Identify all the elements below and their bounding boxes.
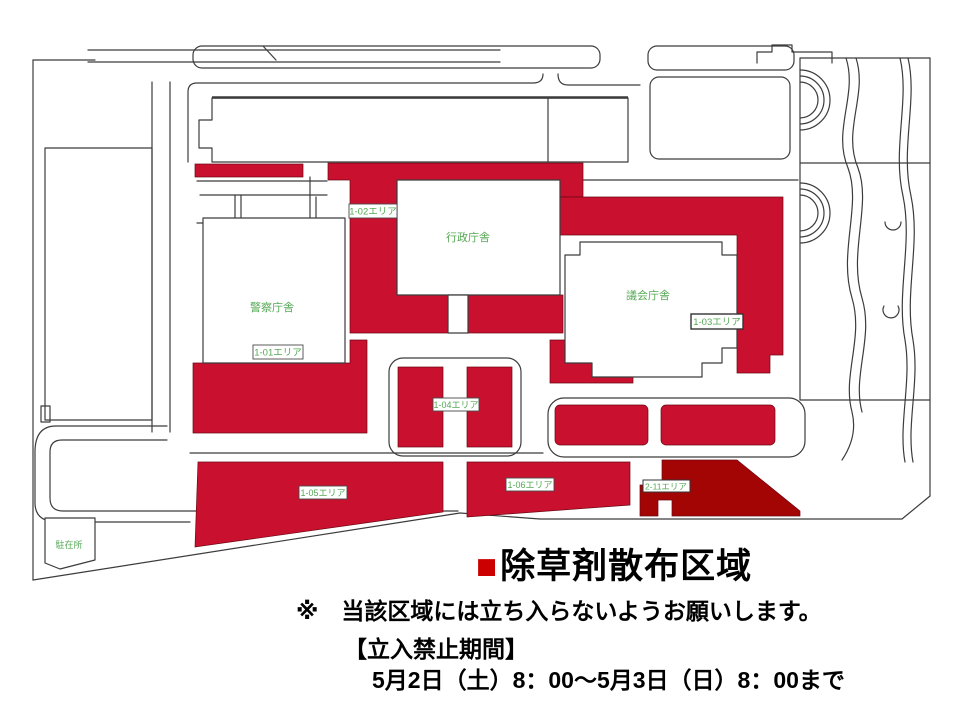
buildings	[44, 96, 738, 570]
area-label-1-04: 1-04エリア	[432, 397, 480, 412]
building-labels: 行政庁舎 警察庁舎 議会庁舎 駐在所	[55, 230, 670, 550]
notice-period-heading: 【立入禁止期間】	[344, 636, 528, 662]
spray-zone-1-02-south	[467, 294, 564, 334]
svg-text:1-01エリア: 1-01エリア	[254, 348, 302, 359]
label-assembly: 議会庁舎	[626, 288, 670, 302]
label-admin: 行政庁舎	[446, 230, 490, 244]
building-north-block	[198, 97, 629, 163]
building-admin-stem	[447, 294, 469, 334]
area-labels: 1-02エリア 1-01エリア 1-03エリア 1-04エリア 1-05エリア …	[252, 203, 744, 500]
svg-text:1-06エリア: 1-06エリア	[507, 480, 552, 490]
area-label-1-01: 1-01エリア	[252, 344, 304, 360]
notice-period: 5月2日（土）8：00～5月3日（日）8：00まで	[372, 667, 845, 693]
svg-text:2-11エリア: 2-11エリア	[645, 482, 687, 492]
svg-text:1-03エリア: 1-03エリア	[693, 317, 741, 328]
spray-zone-strip-north	[194, 163, 304, 178]
legend-title: ■除草剤散布区域	[476, 538, 752, 589]
legend-swatch-icon: ■	[476, 547, 499, 586]
label-police-box: 駐在所	[55, 539, 82, 550]
legend-title-text: 除草剤散布区域	[500, 547, 753, 586]
building-police-box	[44, 517, 96, 570]
spray-zone-median-east	[660, 404, 776, 446]
svg-text:1-02エリア: 1-02エリア	[349, 207, 397, 218]
notice-warning: ※ 当該区域には立ち入らないようお願いします。	[296, 598, 822, 624]
building-assembly	[564, 241, 738, 378]
building-admin	[396, 179, 561, 296]
area-label-1-03: 1-03エリア	[690, 313, 744, 330]
label-police: 警察庁舎	[250, 300, 294, 314]
spray-zone-1-05	[194, 461, 444, 548]
spray-zone-1-03	[544, 196, 784, 374]
svg-text:1-04エリア: 1-04エリア	[433, 400, 478, 410]
svg-text:1-05エリア: 1-05エリア	[300, 488, 345, 498]
road-lines	[32, 44, 931, 581]
area-label-1-05: 1-05エリア	[298, 485, 348, 500]
spray-zone-median-west	[554, 404, 649, 446]
area-label-1-06: 1-06エリア	[505, 477, 555, 492]
area-label-2-11: 2-11エリア	[642, 479, 691, 493]
area-label-1-02: 1-02エリア	[348, 203, 398, 219]
building-police-parcel	[202, 217, 346, 364]
spray-zone-2-11	[639, 459, 801, 517]
